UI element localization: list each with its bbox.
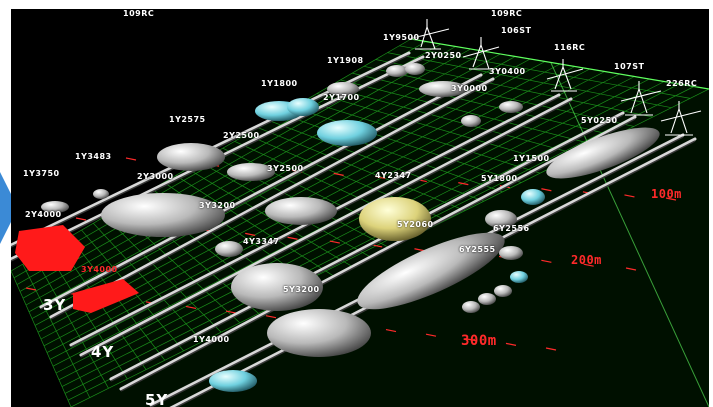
pile-1Y2575[interactable] bbox=[157, 143, 225, 171]
pile-2Y4000[interactable] bbox=[15, 225, 85, 271]
distance-label-300m: 300m bbox=[461, 333, 497, 349]
label-pile-1Y1500: 1Y1500 bbox=[513, 154, 550, 163]
pile-2Y3000[interactable] bbox=[101, 193, 225, 237]
label-pile-3Y4000: 3Y4000 bbox=[81, 265, 118, 274]
pile-1Y1800b[interactable] bbox=[287, 98, 319, 116]
distance-label-200m: 200m bbox=[571, 253, 602, 267]
pile-6Y2555-c[interactable] bbox=[494, 285, 512, 297]
label-machine-107ST: 107ST bbox=[614, 62, 645, 71]
grid-far-edge bbox=[410, 38, 709, 90]
yard-scene bbox=[11, 19, 709, 407]
label-pile-3Y2500: 3Y2500 bbox=[267, 164, 304, 173]
pile-2Y0250[interactable] bbox=[419, 81, 467, 97]
machine-106ST[interactable] bbox=[462, 37, 500, 70]
label-pile-1Y4000: 1Y4000 bbox=[193, 335, 230, 344]
row-label-3Y: 3Y bbox=[43, 296, 67, 314]
label-pile-6Y2556: 6Y2556 bbox=[493, 224, 530, 233]
row-label-5Y: 5Y bbox=[145, 391, 169, 407]
pile-2Y1700[interactable] bbox=[317, 120, 377, 146]
row-label-4Y: 4Y bbox=[91, 343, 115, 361]
label-pile-2Y1700: 2Y1700 bbox=[323, 93, 360, 102]
label-machine-106ST: 106ST bbox=[501, 26, 532, 35]
pile-6Y2555-d[interactable] bbox=[510, 271, 528, 283]
label-pile-1Y3483: 1Y3483 bbox=[75, 152, 112, 161]
label-pile-5Y0250: 5Y0250 bbox=[581, 116, 618, 125]
pile-3Y0000[interactable] bbox=[461, 115, 481, 127]
label-pile-3Y0000: 3Y0000 bbox=[451, 84, 488, 93]
pile-2Y2500[interactable] bbox=[227, 163, 275, 181]
stockpiles bbox=[15, 63, 665, 392]
label-pile-6Y2555: 6Y2555 bbox=[459, 245, 496, 254]
machine-116RC[interactable] bbox=[546, 59, 584, 92]
pile-6Y2556[interactable] bbox=[499, 246, 523, 260]
pile-1Y9500b[interactable] bbox=[405, 63, 425, 75]
pile-5Y1800[interactable] bbox=[521, 189, 545, 205]
pile-1Y3750[interactable] bbox=[41, 201, 69, 213]
label-pile-1Y3750: 1Y3750 bbox=[23, 169, 60, 178]
label-machine-109RC-main: 109RC bbox=[491, 9, 523, 18]
pile-4Y3347[interactable] bbox=[231, 263, 323, 311]
pile-1Y4000[interactable] bbox=[209, 370, 257, 392]
pile-6Y2555-b[interactable] bbox=[478, 293, 496, 305]
label-pile-1Y1800: 1Y1800 bbox=[261, 79, 298, 88]
label-pile-2Y4000: 2Y4000 bbox=[25, 210, 62, 219]
pile-3Y4000[interactable] bbox=[73, 279, 139, 313]
pile-5Y3200[interactable] bbox=[267, 309, 371, 357]
machines bbox=[408, 19, 702, 136]
pile-1Y9500[interactable] bbox=[386, 65, 408, 77]
label-machine-226RC: 226RC bbox=[666, 79, 698, 88]
label-pile-5Y2060: 5Y2060 bbox=[397, 220, 434, 229]
pile-1Y3483[interactable] bbox=[93, 189, 109, 199]
pile-1Y1500[interactable] bbox=[485, 210, 517, 228]
label-machine-116RC: 116RC bbox=[554, 43, 586, 52]
label-pile-5Y1800: 5Y1800 bbox=[481, 174, 518, 183]
label-machine-109RC: 109RC bbox=[123, 9, 155, 18]
label-pile-5Y3200: 5Y3200 bbox=[283, 285, 320, 294]
label-pile-3Y0400: 3Y0400 bbox=[489, 67, 526, 76]
pile-3Y2500[interactable] bbox=[265, 197, 337, 225]
label-pile-4Y3347: 4Y3347 bbox=[243, 237, 280, 246]
grid-right-edge bbox=[550, 62, 709, 407]
distance-label-100m: 100m bbox=[651, 187, 682, 201]
yard-3d-viewport[interactable]: 109RC 109RC 106ST 116RC 107ST 226RC 1Y95… bbox=[11, 9, 709, 407]
label-pile-3Y3200: 3Y3200 bbox=[199, 201, 236, 210]
label-pile-1Y9500: 1Y9500 bbox=[383, 33, 420, 42]
label-pile-2Y2500: 2Y2500 bbox=[223, 131, 260, 140]
label-pile-2Y3000: 2Y3000 bbox=[137, 172, 174, 181]
pile-6Y2555-a[interactable] bbox=[462, 301, 480, 313]
pile-5Y0250[interactable] bbox=[541, 117, 665, 188]
machine-107ST[interactable] bbox=[620, 81, 662, 116]
machine-109RC[interactable] bbox=[408, 19, 450, 50]
pile-3Y3200[interactable] bbox=[215, 241, 243, 257]
label-pile-2Y0250: 2Y0250 bbox=[425, 51, 462, 60]
label-pile-1Y2575: 1Y2575 bbox=[169, 115, 206, 124]
label-pile-4Y2347: 4Y2347 bbox=[375, 171, 412, 180]
pile-5Y2060[interactable] bbox=[349, 218, 513, 323]
machine-226RC[interactable] bbox=[660, 101, 702, 136]
pile-3Y0400[interactable] bbox=[499, 101, 523, 113]
label-pile-1Y1908: 1Y1908 bbox=[327, 56, 364, 65]
pile-1Y1908[interactable] bbox=[327, 82, 359, 96]
pile-4Y2347[interactable] bbox=[359, 197, 431, 241]
